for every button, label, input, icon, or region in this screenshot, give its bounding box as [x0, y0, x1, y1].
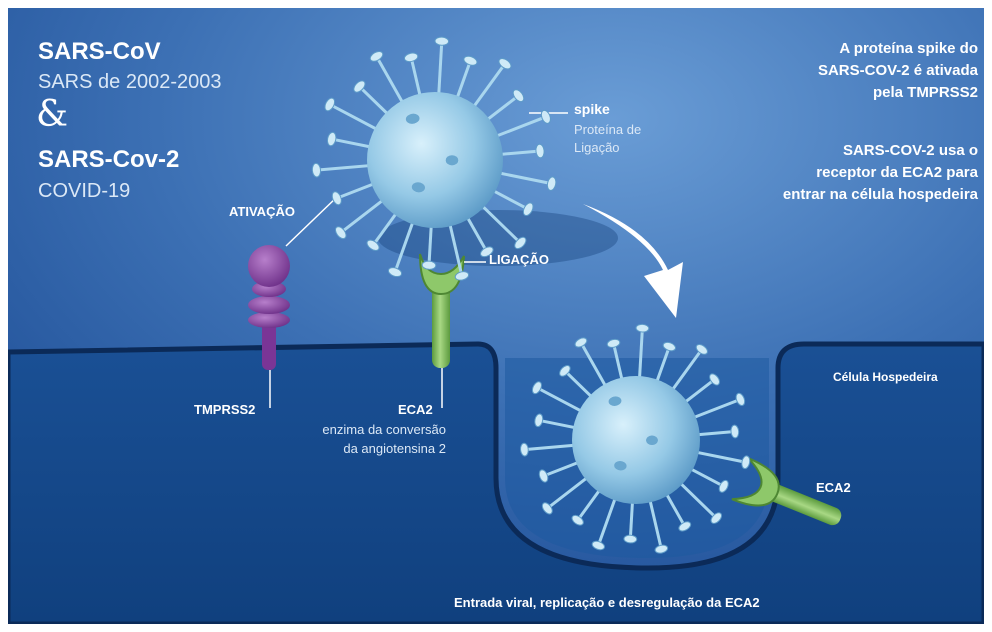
note2-line2: receptor da ECA2 para [783, 162, 978, 184]
spike-cap [636, 324, 649, 332]
note1-line2: SARS-COV-2 é ativada [818, 60, 978, 82]
spike-cap [422, 261, 436, 270]
title-ampersand: & [36, 94, 68, 135]
label-host-cell: Célula Hospedeira [833, 370, 938, 384]
title-sars-cov2: SARS-Cov-2 [38, 146, 179, 174]
note2-line1: SARS-COV-2 usa o [783, 140, 978, 162]
label-eca2-sub2: da angiotensina 2 [294, 441, 446, 456]
spike-cap [435, 37, 449, 46]
label-ligacao: LIGAÇÃO [489, 252, 549, 267]
surface-spike [610, 396, 622, 405]
surface-spike [446, 156, 458, 166]
label-spike-sub1: Proteína de [574, 122, 641, 137]
note-spike-activation: A proteína spike do SARS-COV-2 é ativada… [818, 38, 978, 104]
label-tmprss2: TMPRSS2 [194, 402, 255, 417]
note2-line3: entrar na célula hospedeira [783, 184, 978, 206]
label-eca2-cell: ECA2 [816, 480, 851, 495]
diagram-canvas: SARS-CoV SARS de 2002-2003 & SARS-Cov-2 … [8, 8, 984, 624]
note-eca2-entry: SARS-COV-2 usa o receptor da ECA2 para e… [783, 140, 978, 206]
label-spike: spike [574, 101, 610, 117]
note1-line1: A proteína spike do [818, 38, 978, 60]
surface-spike [646, 436, 658, 445]
label-eca2: ECA2 [398, 402, 433, 417]
title-covid: COVID-19 [38, 180, 130, 203]
title-sars-years: SARS de 2002-2003 [38, 71, 221, 94]
bottom-caption: Entrada viral, replicação e desregulação… [454, 595, 760, 610]
surface-spike [614, 461, 626, 470]
label-spike-sub2: Ligação [574, 140, 620, 155]
title-sars-cov: SARS-CoV [38, 38, 161, 66]
virus-envelope [572, 376, 700, 504]
surface-spike [412, 182, 424, 192]
label-eca2-sub1: enzima da conversão [294, 422, 446, 437]
note1-line3: pela TMPRSS2 [818, 82, 978, 104]
spike-cap [624, 535, 637, 543]
label-ativacao: ATIVAÇÃO [229, 204, 295, 219]
surface-spike [407, 114, 419, 124]
virus-envelope [367, 92, 503, 228]
